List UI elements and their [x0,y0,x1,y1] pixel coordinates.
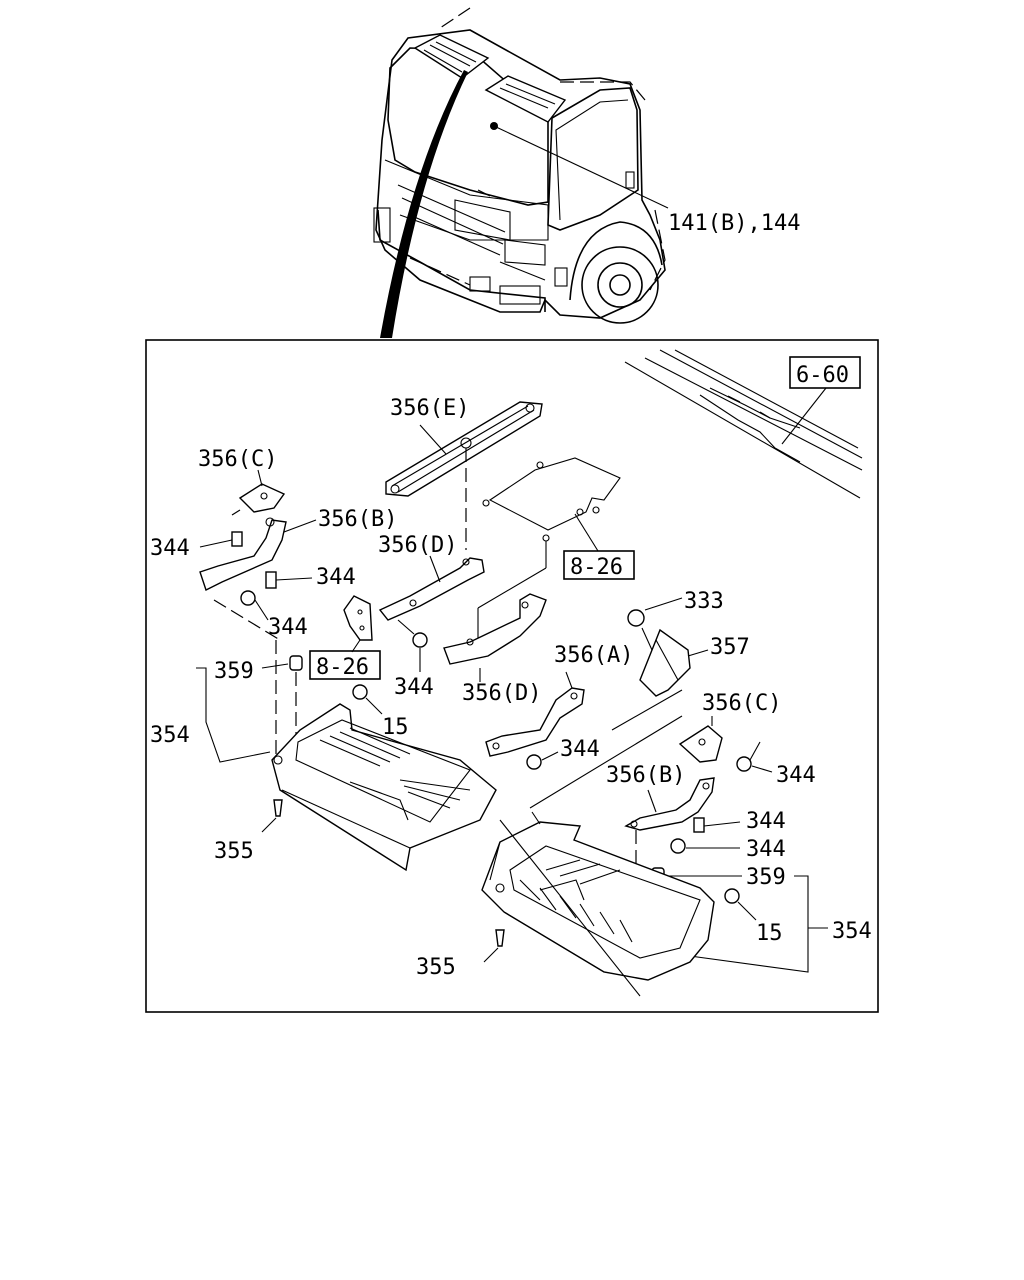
detail-frame [145,339,879,1013]
step-tray-right [481,715,715,997]
step-tray-left [271,703,497,872]
part-357-cover [611,628,709,731]
bolt-344-d [397,619,428,672]
bolt-344-b [265,571,313,589]
clip-359-left [213,599,303,760]
left-small-bracket [343,595,373,653]
label-356E: 356(E) [390,396,469,421]
label-356C-right: 356(C) [702,691,781,716]
ref-box-8-26-left [309,650,381,680]
label-355-left: 355 [214,839,254,864]
label-truck-callout: 141(B),144 [668,211,800,236]
label-354-left: 354 [150,723,190,748]
label-344-b: 344 [316,565,356,590]
label-359-right: 359 [746,865,786,890]
label-333: 333 [684,589,724,614]
label-356A: 356(A) [554,643,633,668]
label-356B-left: 356(B) [318,507,397,532]
part-356B-right [624,777,715,831]
part-356C-left [238,469,286,513]
label-344-e: 344 [560,737,600,762]
bracket-354-right [689,875,828,973]
ref-box-8-26-center [563,513,635,580]
label-356D-upper: 356(D) [378,533,457,558]
ref-box-6-60 [781,356,861,445]
label-356B-right: 356(B) [606,763,685,788]
label-357: 357 [710,635,750,660]
bolt-344-e [526,751,559,770]
label-344-d: 344 [394,675,434,700]
part-356B-left [199,509,317,591]
bolt-344-c [240,590,269,621]
ref-label-8-26-left: 8-26 [316,655,369,680]
screw-355-right [483,929,505,963]
grommet-15-left [352,684,383,715]
label-344-f: 344 [776,763,816,788]
label-15-left: 15 [382,715,409,740]
label-359-left: 359 [214,659,254,684]
part-356C-right [678,716,723,763]
label-355-right: 355 [416,955,456,980]
part-356E-rail [385,401,543,550]
label-356C-left: 356(C) [198,447,277,472]
label-354-right: 354 [832,919,872,944]
bolt-333 [627,597,683,651]
label-344-c: 344 [268,615,308,640]
screw-355-left [261,799,283,833]
label-344-g: 344 [746,809,786,834]
label-15-right: 15 [756,921,783,946]
part-356A [485,671,585,757]
bracket-354-left [196,667,271,763]
bolt-344-a [199,531,243,548]
grommet-15-right [724,888,757,921]
label-356D-lower: 356(D) [462,681,541,706]
ref-label-8-26-center: 8-26 [570,555,623,580]
label-344-a: 344 [150,536,190,561]
bolt-344-f [736,741,773,773]
part-356D-upper [378,555,485,621]
truck-cab-illustration [373,7,669,338]
floor-panel [624,349,863,499]
bolt-344-h [670,838,740,854]
center-bracket-plate [477,457,621,640]
label-344-h: 344 [746,837,786,862]
part-356D-lower [443,593,547,682]
ref-label-6-60: 6-60 [796,363,849,388]
bolt-344-g [693,817,741,833]
